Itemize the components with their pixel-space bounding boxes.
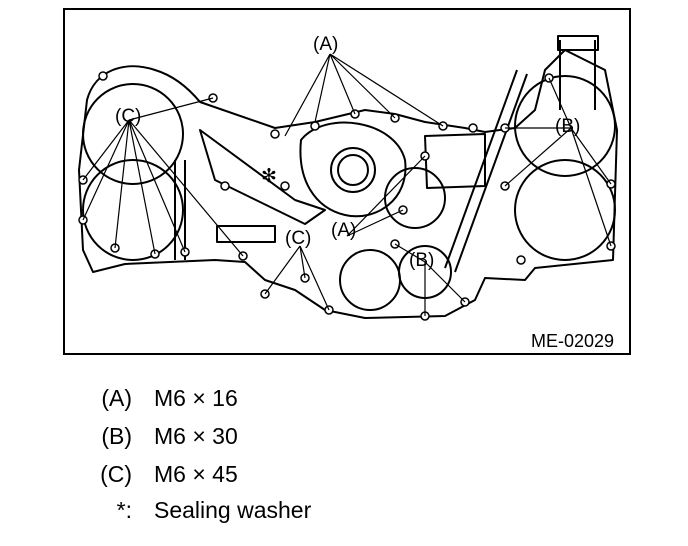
timing-cover-drawing: (A) (A) (C) (C) (B) (B) ✻ ME-02029: [78, 34, 618, 351]
figure-code: ME-02029: [531, 331, 614, 351]
legend-value: M6 × 30: [154, 423, 238, 449]
legend-value: M6 × 45: [154, 461, 238, 487]
crank-seal: [330, 147, 376, 193]
callout-c-left: (C): [115, 106, 141, 127]
callout-b-lower: (B): [409, 250, 434, 271]
legend-value: Sealing washer: [154, 497, 312, 523]
left-lower-pulley: [82, 159, 184, 261]
callout-a-top: (A): [313, 34, 338, 55]
right-pulley: [514, 75, 616, 177]
legend-value: M6 × 16: [154, 385, 238, 411]
legend-key: (B): [101, 423, 132, 449]
timing-cover-diagram: (A) (A) (C) (C) (B) (B) ✻ ME-02029: [63, 8, 631, 355]
idler-lower: [339, 249, 401, 311]
callout-a-middle: (A): [331, 220, 356, 241]
left-pulley: [82, 83, 184, 185]
callout-b-right: (B): [555, 116, 580, 137]
legend-key: *:: [116, 497, 132, 523]
right-lower-pulley: [514, 159, 616, 261]
bolt-legend: (A) M6 × 16 (B) M6 × 30 (C) M6 × 45 *: S…: [0, 380, 688, 540]
idler-center: [384, 167, 446, 229]
legend-key: (A): [101, 385, 132, 411]
sealing-washer-mark: ✻: [261, 166, 277, 187]
legend-key: (C): [100, 461, 132, 487]
callout-c-bottom: (C): [285, 228, 311, 249]
